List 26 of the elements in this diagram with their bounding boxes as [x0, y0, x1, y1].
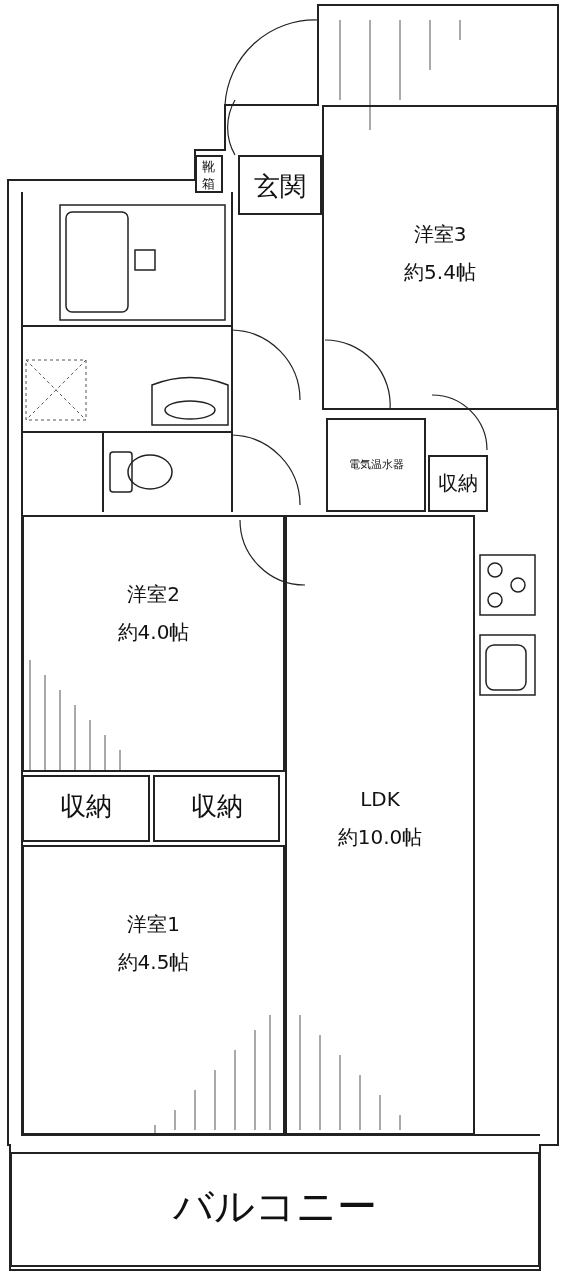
room-area: 約4.0帖: [117, 620, 190, 644]
room: [428, 455, 488, 512]
room-name: 電気温水器: [348, 458, 404, 472]
room: [22, 845, 285, 1135]
room: [22, 775, 150, 842]
room-area: 約4.5帖: [117, 950, 190, 974]
room-name: 洋室3: [413, 222, 467, 246]
room-name: 収納: [190, 791, 243, 823]
room: [195, 155, 223, 193]
room-name: 靴箱: [202, 159, 216, 193]
room: [285, 515, 475, 1135]
room: [22, 515, 285, 772]
room-name: LDK: [360, 787, 400, 811]
room-area: 約10.0帖: [337, 825, 423, 849]
room: [10, 1152, 540, 1267]
room: [326, 418, 426, 512]
room: [322, 105, 558, 410]
room-name: 洋室1: [127, 912, 180, 936]
room-area: 約5.4帖: [404, 260, 476, 284]
room-name: 収納: [438, 471, 478, 495]
room-name: バルコニー: [173, 1182, 377, 1230]
room: [153, 775, 280, 842]
room-name: 収納: [60, 791, 112, 823]
room-name: 洋室2: [127, 582, 180, 606]
room: [238, 155, 322, 215]
room-name: 玄関: [254, 171, 306, 203]
